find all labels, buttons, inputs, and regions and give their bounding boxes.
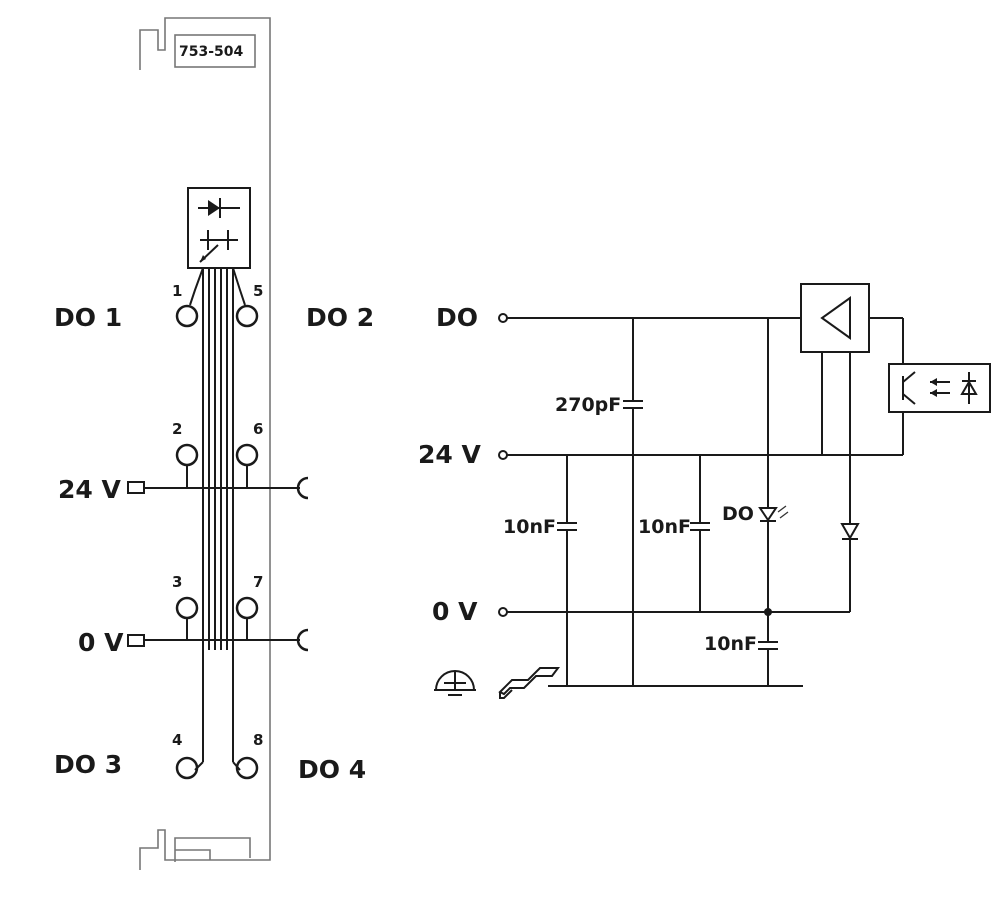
label-0v: 0 V bbox=[432, 597, 478, 626]
cap-10nf-label: 10nF bbox=[704, 633, 757, 655]
pin-number: 6 bbox=[253, 420, 263, 438]
terminal-4 bbox=[175, 756, 199, 780]
cap-10nf-label: 10nF bbox=[503, 516, 556, 538]
label-24v: 24 V bbox=[418, 440, 481, 469]
status-led-block bbox=[187, 187, 251, 269]
schematic bbox=[434, 283, 991, 699]
label-do: DO bbox=[436, 303, 478, 332]
terminal-6 bbox=[235, 443, 259, 467]
cap-270pf-label: 270pF bbox=[555, 394, 621, 416]
diode-icon bbox=[840, 523, 860, 541]
led-label: DO bbox=[722, 503, 754, 525]
pin-number: 8 bbox=[253, 731, 263, 749]
power-bus bbox=[127, 476, 309, 652]
optocoupler-icon bbox=[199, 230, 238, 263]
terminal-3 bbox=[175, 596, 199, 620]
terminal-2 bbox=[175, 443, 199, 467]
cap-10nf-label: 10nF bbox=[638, 516, 691, 538]
pin-number: 4 bbox=[172, 731, 182, 749]
led-icon bbox=[758, 505, 789, 522]
internal-conductors bbox=[189, 267, 246, 771]
terminal-pins bbox=[175, 304, 259, 780]
diode-icon bbox=[198, 198, 240, 218]
pin-number: 1 bbox=[172, 282, 182, 300]
pin-number: 2 bbox=[172, 420, 182, 438]
driver-triangle-icon bbox=[800, 283, 870, 353]
label-24v-left: 24 V bbox=[58, 475, 121, 504]
label-do3: DO 3 bbox=[54, 750, 122, 779]
din-rail-icon bbox=[498, 667, 560, 699]
label-0v-left: 0 V bbox=[78, 628, 124, 657]
terminal-7 bbox=[235, 596, 259, 620]
optocoupler-icon bbox=[888, 363, 991, 413]
module-housing: 753-504 bbox=[139, 17, 271, 870]
module-part-number: 753-504 bbox=[179, 44, 244, 60]
terminal-1 bbox=[175, 304, 199, 328]
pin-number: 5 bbox=[253, 282, 263, 300]
label-do4: DO 4 bbox=[298, 755, 366, 784]
pin-number: 3 bbox=[172, 573, 182, 591]
terminal-5 bbox=[235, 304, 259, 328]
label-do1: DO 1 bbox=[54, 303, 122, 332]
pin-number: 7 bbox=[253, 573, 263, 591]
terminal-8 bbox=[235, 756, 259, 780]
ground-icon bbox=[434, 670, 476, 696]
label-do2: DO 2 bbox=[306, 303, 374, 332]
